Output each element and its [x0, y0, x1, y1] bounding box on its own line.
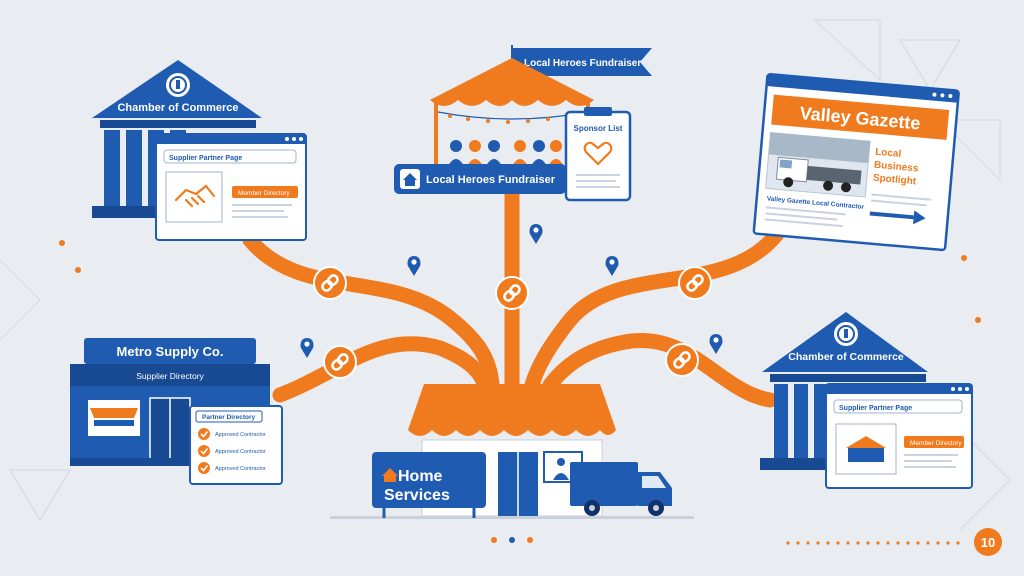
gazette-headline-2: Business: [874, 160, 920, 175]
handshake-icon: [174, 184, 216, 208]
hub-sign-line1: Home: [398, 468, 443, 485]
map-pin-icon: [300, 338, 314, 358]
background-pattern: [0, 19, 1012, 531]
chamber-right-page-title: Supplier Partner Page: [839, 405, 912, 412]
member-directory-button[interactable]: [904, 436, 964, 448]
chamber-left-page: Supplier Partner Page Member Directory: [155, 133, 307, 241]
member-directory-label: Member Directory: [238, 190, 290, 197]
map-pin-icon: [407, 256, 421, 276]
member-directory-label: Member Directory: [910, 440, 962, 447]
map-pin-icon: [605, 256, 619, 276]
delivery-truck: [570, 462, 672, 516]
hub-sign-line2: Services: [384, 487, 450, 504]
fundraiser-sign-text: Local Heroes Fundraiser: [426, 174, 556, 186]
chamber-right: Chamber of Commerce Supplier Partner Pag…: [760, 312, 973, 489]
link-icon: [664, 342, 700, 378]
approved-item-1: Approved Contractor: [198, 428, 266, 440]
gazette: Valley Gazette Local Business Spotlight …: [752, 73, 960, 252]
metro-title: Metro Supply Co.: [117, 344, 224, 359]
chamber-right-title: Chamber of Commerce: [788, 351, 904, 363]
page-number-text: 10: [981, 535, 995, 550]
decorative-dots: [59, 240, 981, 543]
link-icon: [322, 344, 358, 380]
chamber-left: Chamber of Commerce Supplier Partner Pag…: [92, 60, 307, 241]
map-pin-icon: [529, 224, 543, 244]
map-pin-icon: [709, 334, 723, 354]
link-icon: [494, 275, 530, 311]
sponsor-list-title: Sponsor List: [574, 124, 623, 133]
crowd: [447, 140, 565, 168]
link-icon: [677, 265, 713, 301]
truck-photo: [765, 131, 871, 198]
approved-item-3: Approved Contractor: [198, 462, 266, 474]
chamber-left-page-title: Supplier Partner Page: [169, 155, 242, 162]
house-icon: [403, 173, 417, 186]
page-number: 10: [786, 528, 1002, 556]
heart-icon: [583, 141, 613, 166]
arrow-right-icon: [869, 210, 926, 225]
house-icon: [382, 468, 398, 482]
partner-directory-title: Partner Directory: [202, 414, 255, 421]
gazette-headline-1: Local: [875, 147, 902, 160]
partner-directory-card: Partner Directory Approved Contractor Ap…: [189, 405, 283, 485]
approved-item-label: Approved Contractor: [215, 432, 266, 438]
approved-item-label: Approved Contractor: [215, 466, 266, 472]
metro-subtitle: Supplier Directory: [136, 371, 204, 381]
fundraiser: Local Heroes Fundraiser Local Heroes Fun…: [394, 45, 652, 202]
member-directory-button[interactable]: [232, 186, 298, 198]
sponsor-clipboard: Sponsor List: [564, 107, 632, 202]
gazette-headline-3: Spotlight: [872, 173, 917, 188]
chamber-left-title: Chamber of Commerce: [117, 102, 238, 114]
metro-supply: Metro Supply Co. Supplier Directory Part…: [70, 338, 283, 485]
link-icon: [312, 265, 348, 301]
chamber-right-page: Supplier Partner Page Member Directory: [825, 383, 973, 489]
home-services-hub: Home Services: [330, 384, 694, 519]
approved-item-label: Approved Contractor: [215, 449, 266, 455]
approved-item-2: Approved Contractor: [198, 445, 266, 457]
fundraiser-flag-text: Local Heroes Fundraiser: [524, 58, 641, 69]
